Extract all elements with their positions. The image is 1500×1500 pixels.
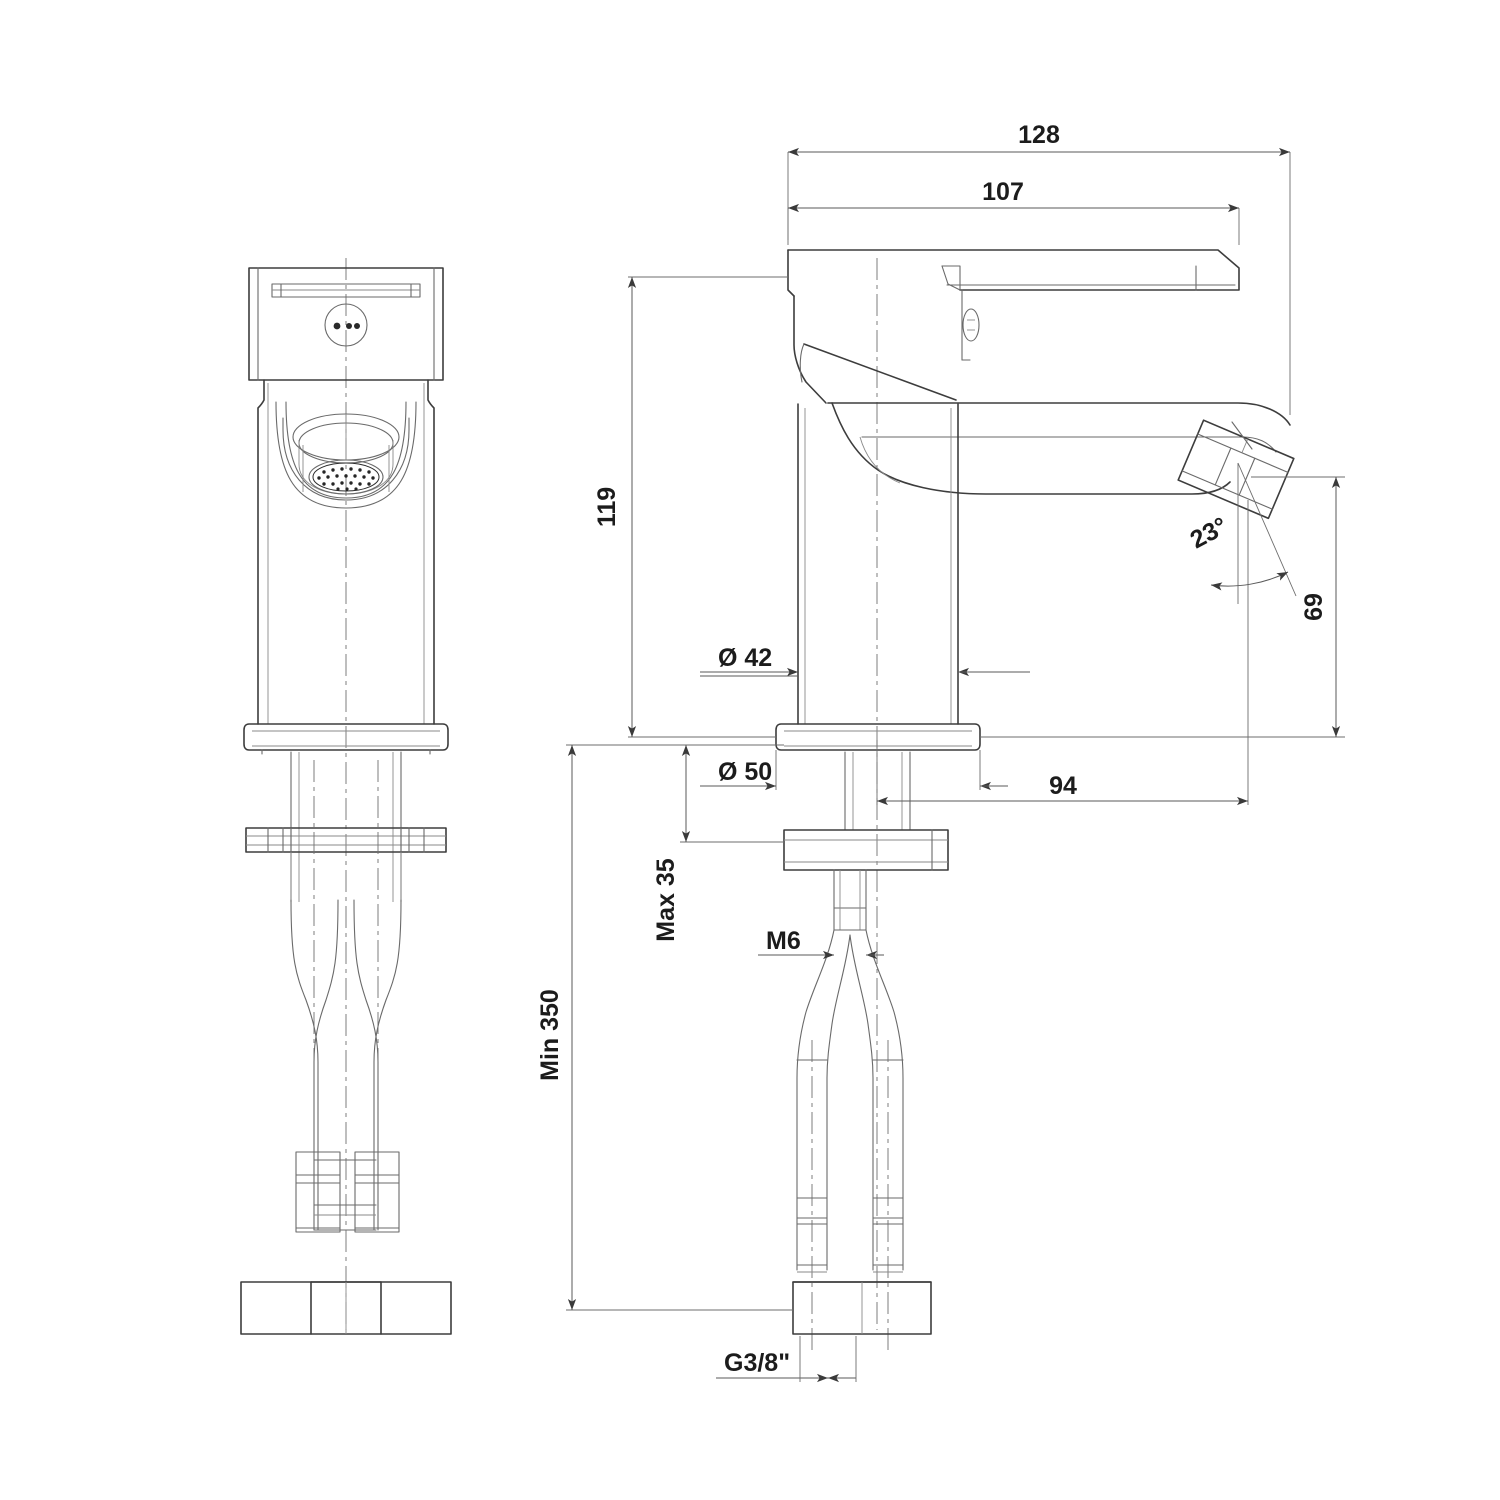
dimension-128: 128 bbox=[787, 121, 1291, 415]
dimension-min350: Min 350 bbox=[536, 744, 793, 1311]
front-spout-aerator bbox=[275, 401, 417, 509]
side-flexible-hoses bbox=[792, 929, 932, 1350]
side-aerator-leader bbox=[1231, 421, 1253, 450]
dimension-min350-label: Min 350 bbox=[536, 989, 564, 1081]
front-view-group bbox=[240, 258, 452, 1335]
dimension-107-label: 107 bbox=[982, 178, 1024, 206]
dimension-d42-label: Ø 42 bbox=[718, 644, 772, 672]
side-body-upper bbox=[793, 295, 962, 404]
dimension-119-label: 119 bbox=[593, 487, 621, 527]
dimension-107: 107 bbox=[787, 178, 1240, 245]
side-base-flange bbox=[775, 723, 981, 751]
side-spout-arm bbox=[827, 402, 1291, 495]
aerator-mesh bbox=[317, 467, 375, 491]
front-flexible-hoses bbox=[240, 899, 452, 1335]
note-m6: M6 bbox=[758, 927, 884, 960]
dimension-94-label: 94 bbox=[1049, 772, 1077, 800]
dimension-69-label: 69 bbox=[1300, 593, 1328, 621]
dimension-d50: Ø 50 bbox=[700, 750, 1008, 791]
dimension-128-label: 128 bbox=[1018, 121, 1060, 149]
dimension-94: 94 bbox=[876, 500, 1249, 806]
side-shank-and-washer bbox=[783, 751, 949, 931]
dimension-d50-label: Ø 50 bbox=[718, 758, 772, 786]
front-head-block bbox=[248, 267, 444, 381]
side-aerator-housing bbox=[1177, 419, 1295, 520]
dimension-119: 119 bbox=[593, 276, 788, 738]
front-mounting-flange bbox=[243, 723, 449, 755]
dimension-max35-label: Max 35 bbox=[652, 858, 680, 941]
dimension-d42: Ø 42 bbox=[700, 644, 1030, 677]
note-g38-label: G3/8" bbox=[724, 1349, 790, 1377]
side-view-group bbox=[775, 249, 1295, 1350]
dimension-23deg: 23° bbox=[1186, 462, 1297, 604]
note-m6-label: M6 bbox=[766, 927, 801, 955]
front-body-column bbox=[257, 379, 435, 725]
side-body-column bbox=[797, 403, 959, 725]
dimension-69: 69 bbox=[980, 476, 1345, 738]
note-g38: G3/8" bbox=[716, 1336, 857, 1383]
side-lever-handle bbox=[787, 249, 1240, 361]
dimension-23deg-label: 23° bbox=[1186, 512, 1233, 554]
